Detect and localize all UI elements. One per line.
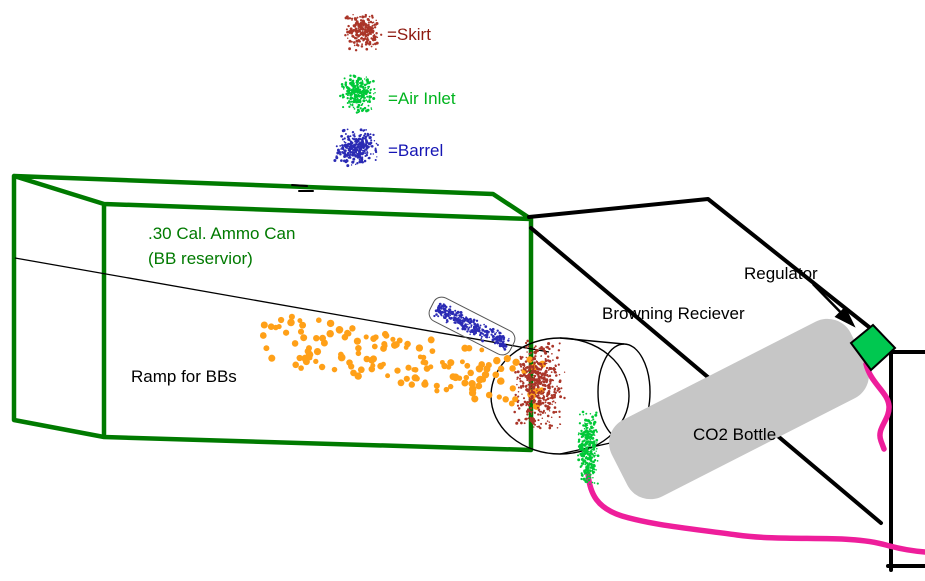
bb-dots xyxy=(259,313,547,410)
hose-to-air-inlet xyxy=(585,471,925,555)
regulator-arrow xyxy=(812,283,856,328)
legend-barrel-label: =Barrel xyxy=(388,141,443,160)
legend-air-inlet-label: =Air Inlet xyxy=(388,89,456,108)
regulator-label: Regulator xyxy=(744,264,818,283)
co2-bottle xyxy=(609,318,869,500)
co2-bottle-label: CO2 Bottle xyxy=(693,425,776,444)
hose-from-regulator xyxy=(863,361,892,452)
legend-skirt-swatch xyxy=(344,13,383,52)
barrel-speckle-patch xyxy=(433,302,510,351)
stray-marks xyxy=(291,184,314,192)
legend-air-inlet-swatch xyxy=(339,74,376,114)
barrel-outline xyxy=(428,296,516,356)
legend-skirt-label: =Skirt xyxy=(387,25,431,44)
ammo-can-label-line2: (BB reservior) xyxy=(148,249,253,268)
regulator-shape xyxy=(849,323,897,372)
legend-barrel-swatch xyxy=(333,128,379,168)
ramp-label: Ramp for BBs xyxy=(131,367,237,386)
receiver-label: Browning Reciever xyxy=(602,304,745,323)
ammo-can-outline xyxy=(11,173,534,453)
air-inlet-speckle-patch xyxy=(577,410,600,485)
ramp-line xyxy=(14,257,550,353)
skirt-speckle-patch xyxy=(513,339,566,430)
ammo-can-label-line1: .30 Cal. Ammo Can xyxy=(148,224,295,243)
